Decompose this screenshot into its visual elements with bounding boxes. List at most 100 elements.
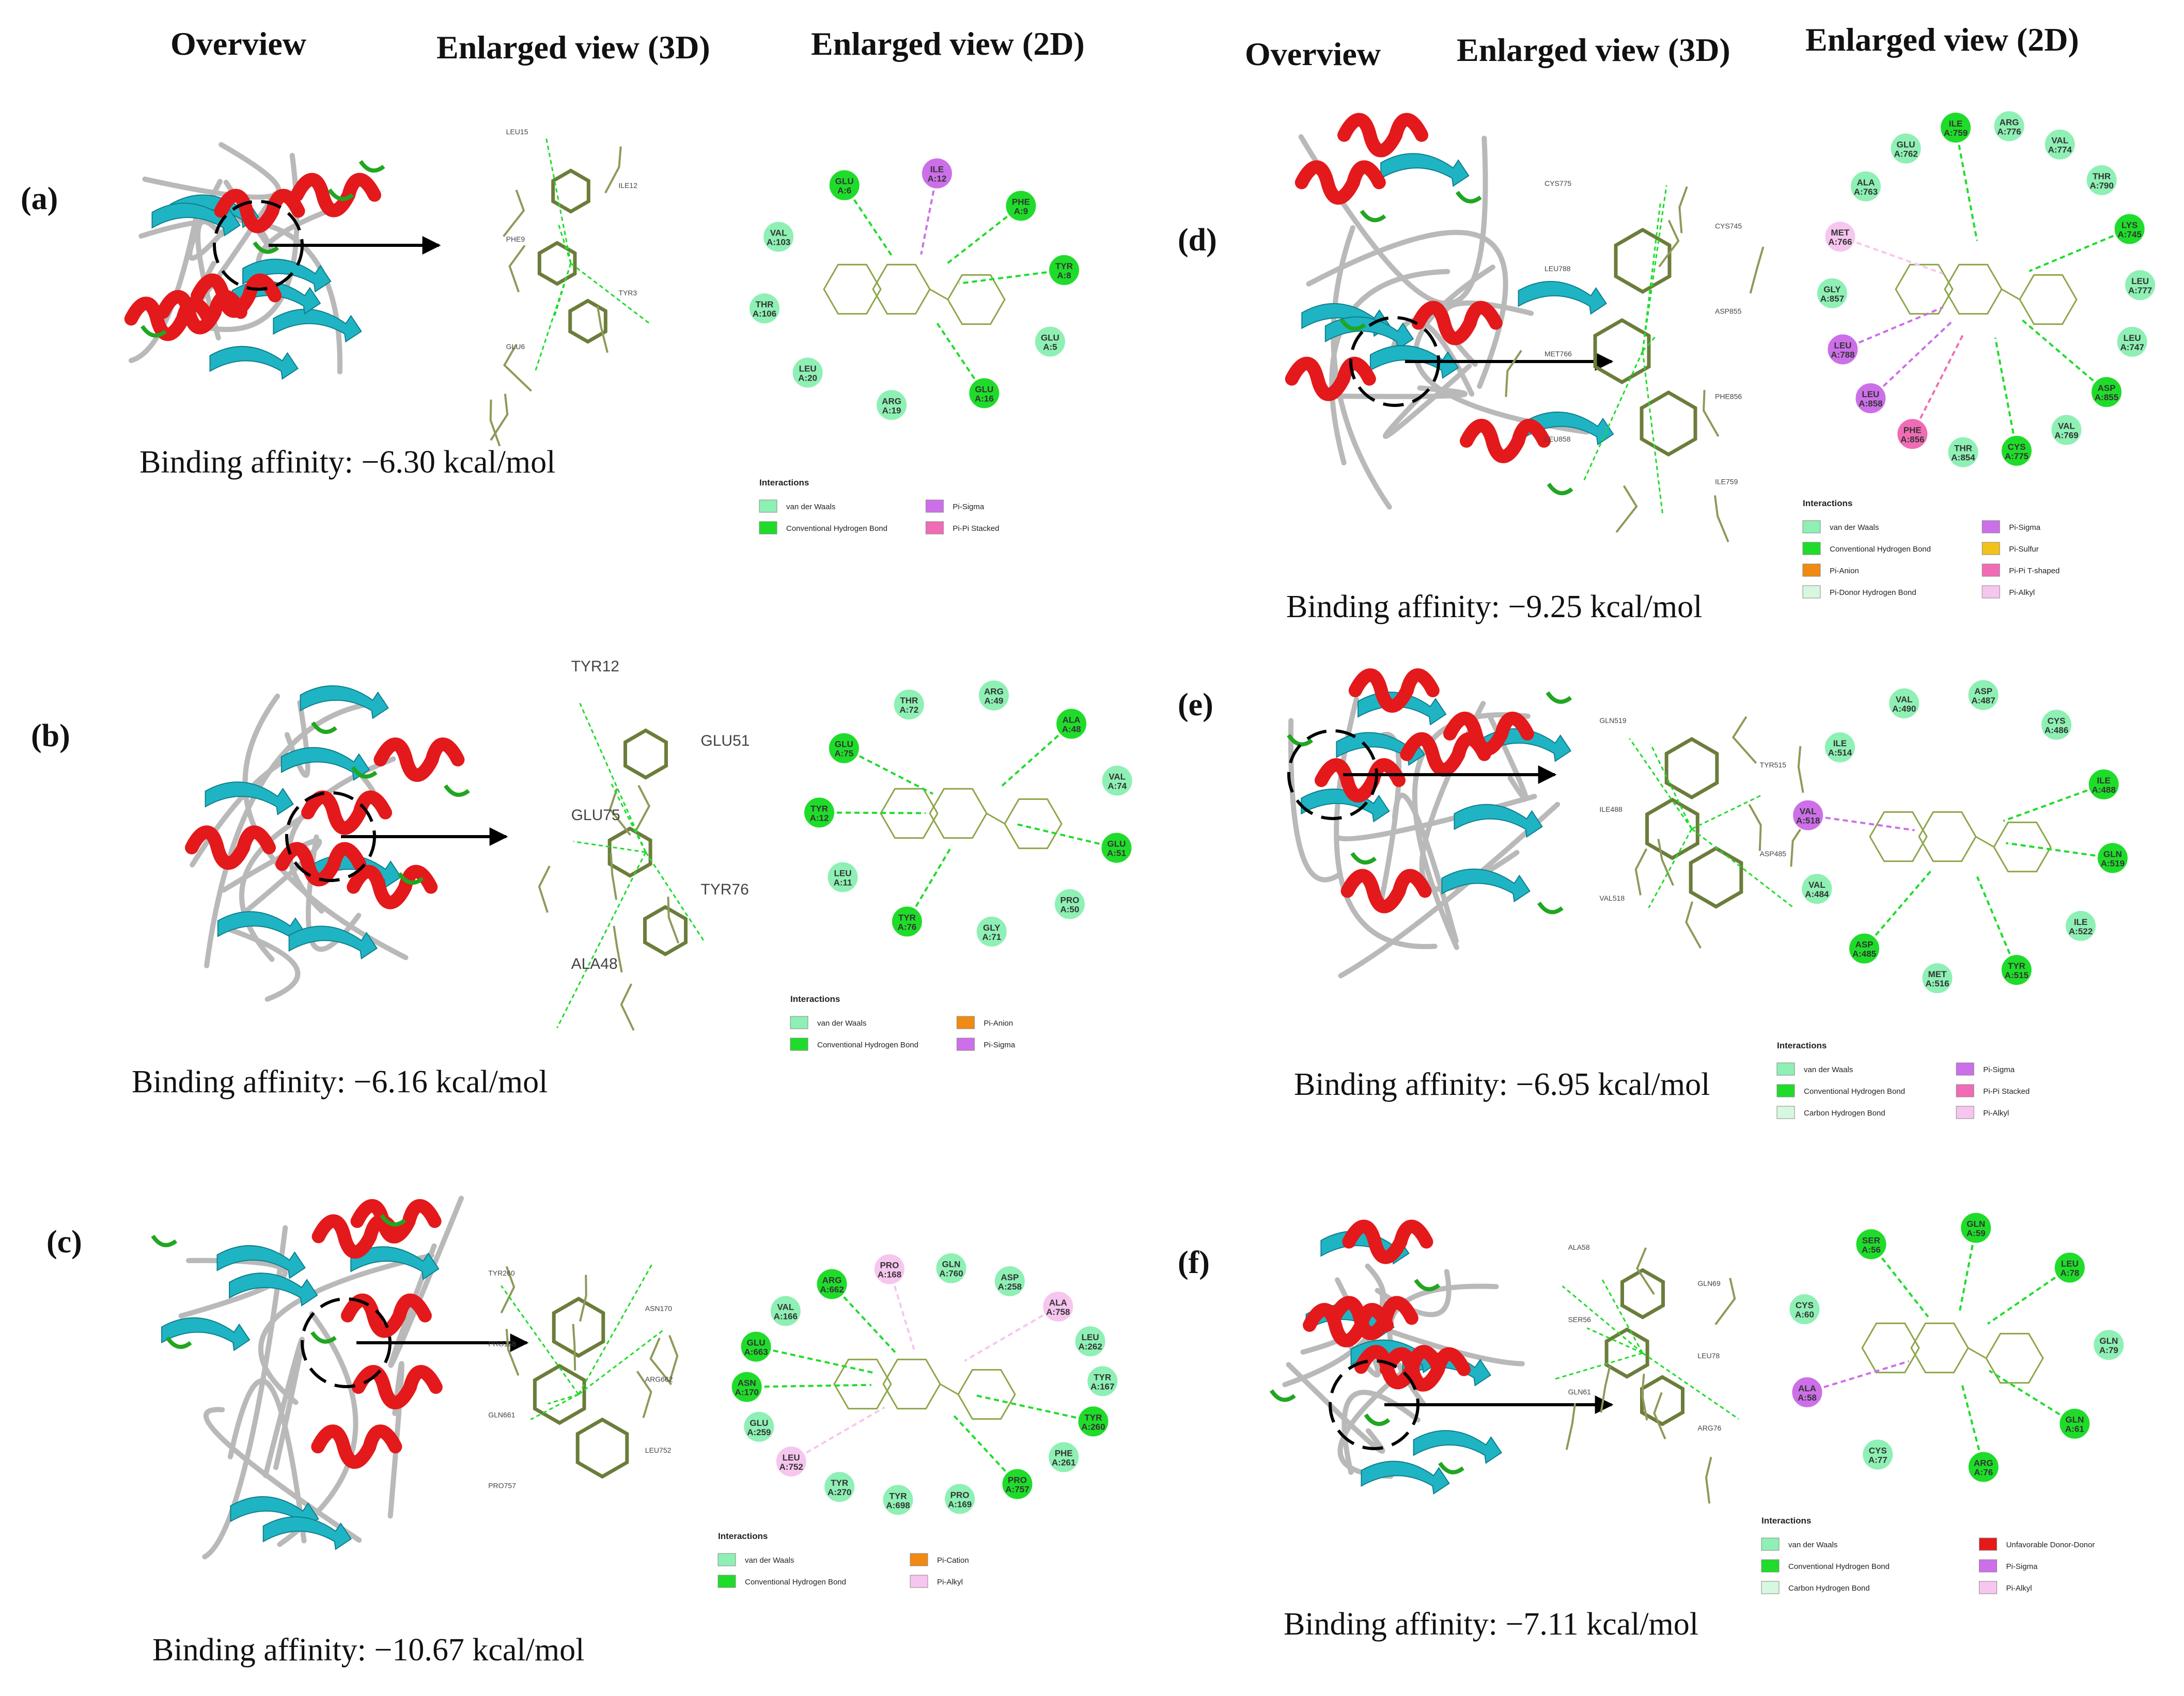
residue-label-3d: CYS745 (1715, 222, 1742, 230)
residue-label: TYR (1094, 1372, 1111, 1382)
legend-swatch (759, 521, 777, 535)
residue-disc (2124, 269, 2157, 302)
residue-sticks (1565, 1403, 1577, 1450)
residue-disc (791, 356, 824, 389)
beta-sheet (216, 1245, 306, 1279)
legend-swatch (910, 1575, 928, 1588)
interaction-line (501, 1285, 580, 1395)
residue-label-3d: TYR76 (700, 881, 748, 898)
residue-label-3d: CYS775 (1545, 179, 1571, 187)
residue-disc (730, 1371, 763, 1403)
ligand-ring (1689, 846, 1743, 909)
legend-label: Pi-Pi Stacked (953, 524, 999, 533)
residue-label: A:71 (982, 932, 1001, 942)
residue-label-3d: TYR3 (618, 289, 637, 297)
residue-label: A:60 (1795, 1310, 1814, 1320)
residue-label: CYS (2048, 716, 2066, 726)
interaction-line (1988, 1370, 2076, 1425)
legend-label: van der Waals (1804, 1065, 1853, 1074)
residue-label: MET (1831, 228, 1850, 238)
residue-label-3d: ILE12 (618, 181, 637, 190)
panel-drawing-c: TYR260ASN170PRO168ARG662GLN661LEU752PRO7… (151, 1196, 1119, 1588)
affinity-d: Binding affinity: −9.25 kcal/mol (1286, 589, 1703, 624)
turn-segment (351, 766, 378, 779)
residue-label: A:757 (1005, 1485, 1029, 1495)
residue-sticks (1653, 1392, 1666, 1440)
residue-label: A:258 (998, 1282, 1022, 1292)
residue-disc (1791, 1376, 1823, 1408)
residue-sticks (1600, 1365, 1611, 1413)
residue-sticks (604, 146, 622, 194)
residue-label: THR (2093, 171, 2111, 181)
turn-segment (443, 784, 470, 797)
residue-label: A:788 (1831, 350, 1854, 359)
coil-segment (195, 219, 224, 341)
residue-disc (2043, 128, 2076, 161)
legend-title: Interactions (790, 994, 840, 1004)
ligand-2d-bond (1975, 836, 1994, 848)
residue-label: A:11 (834, 877, 852, 887)
legend-title: Interactions (1777, 1041, 1827, 1050)
legend-swatch (925, 499, 944, 513)
residue-label-3d: GLN69 (1697, 1279, 1721, 1287)
residue-disc (2058, 1407, 2091, 1440)
residue-label: A:763 (1854, 187, 1878, 197)
ligand-ring (607, 826, 652, 878)
turn-segment (380, 1214, 407, 1227)
ligand-2d-ring (1861, 1322, 1920, 1374)
residue-label: A:854 (1951, 453, 1975, 463)
coil-segment (1298, 134, 1488, 306)
interaction-line (1870, 1244, 1929, 1318)
residue-disc (975, 915, 1008, 948)
residue-label: PRO (880, 1261, 899, 1270)
legend-swatch (1776, 1062, 1795, 1076)
legend-swatch (1982, 585, 2000, 599)
residue-label: ASP (1001, 1273, 1019, 1282)
legend-title: Interactions (759, 478, 809, 488)
residue-disc (968, 377, 1001, 410)
ligand-2d-ring (833, 1358, 892, 1410)
ligand-2d-ring (1869, 811, 1928, 862)
interaction-line (645, 852, 706, 943)
residue-sticks (667, 897, 680, 944)
residue-label: VAL (770, 228, 787, 238)
turn-segment (1414, 1279, 1441, 1292)
legend-swatch (1979, 1559, 1998, 1573)
residue-label: A:758 (1046, 1307, 1070, 1317)
residue-label-3d: TYR260 (488, 1269, 515, 1277)
coil-segment (128, 209, 200, 364)
residue-label-3d: SER56 (1568, 1315, 1592, 1324)
residue-label-3d: VAL518 (1599, 894, 1625, 902)
legend-swatch (1956, 1062, 1974, 1076)
interaction-line (611, 783, 647, 853)
interaction-line (1642, 336, 1656, 352)
residue-sticks (490, 394, 509, 441)
coil-segment (1413, 264, 1589, 435)
residue-label: A:50 (1060, 905, 1079, 915)
beta-sheet (209, 346, 299, 380)
ligand-2d-bond (940, 1383, 959, 1395)
residue-label: A:262 (1078, 1342, 1102, 1352)
residue-disc (1940, 112, 1972, 144)
ligand-2d-ring (1918, 811, 1977, 862)
residue-label: ASP (1974, 686, 1992, 696)
interaction-line (1955, 127, 1978, 241)
coil-segment (387, 1361, 404, 1519)
interaction-line (534, 263, 572, 374)
alpha-helix (1337, 113, 1429, 158)
residue-disc (1848, 932, 1880, 965)
coil-segment (1338, 802, 1561, 979)
alpha-helix (1303, 1303, 1394, 1347)
residue-label-3d: GLN661 (488, 1410, 515, 1419)
legend-label: van der Waals (1830, 523, 1879, 532)
residue-label: ILE (1833, 739, 1847, 748)
beta-sheet (300, 685, 389, 719)
residue-label: ILE (2074, 917, 2087, 927)
residue-label: A:74 (1107, 781, 1127, 791)
legend-label: Conventional Hydrogen Bond (817, 1041, 918, 1049)
residue-label: ASP (2098, 383, 2116, 393)
residue-label: A:516 (1925, 979, 1949, 988)
residue-label: LEU (1834, 340, 1851, 350)
